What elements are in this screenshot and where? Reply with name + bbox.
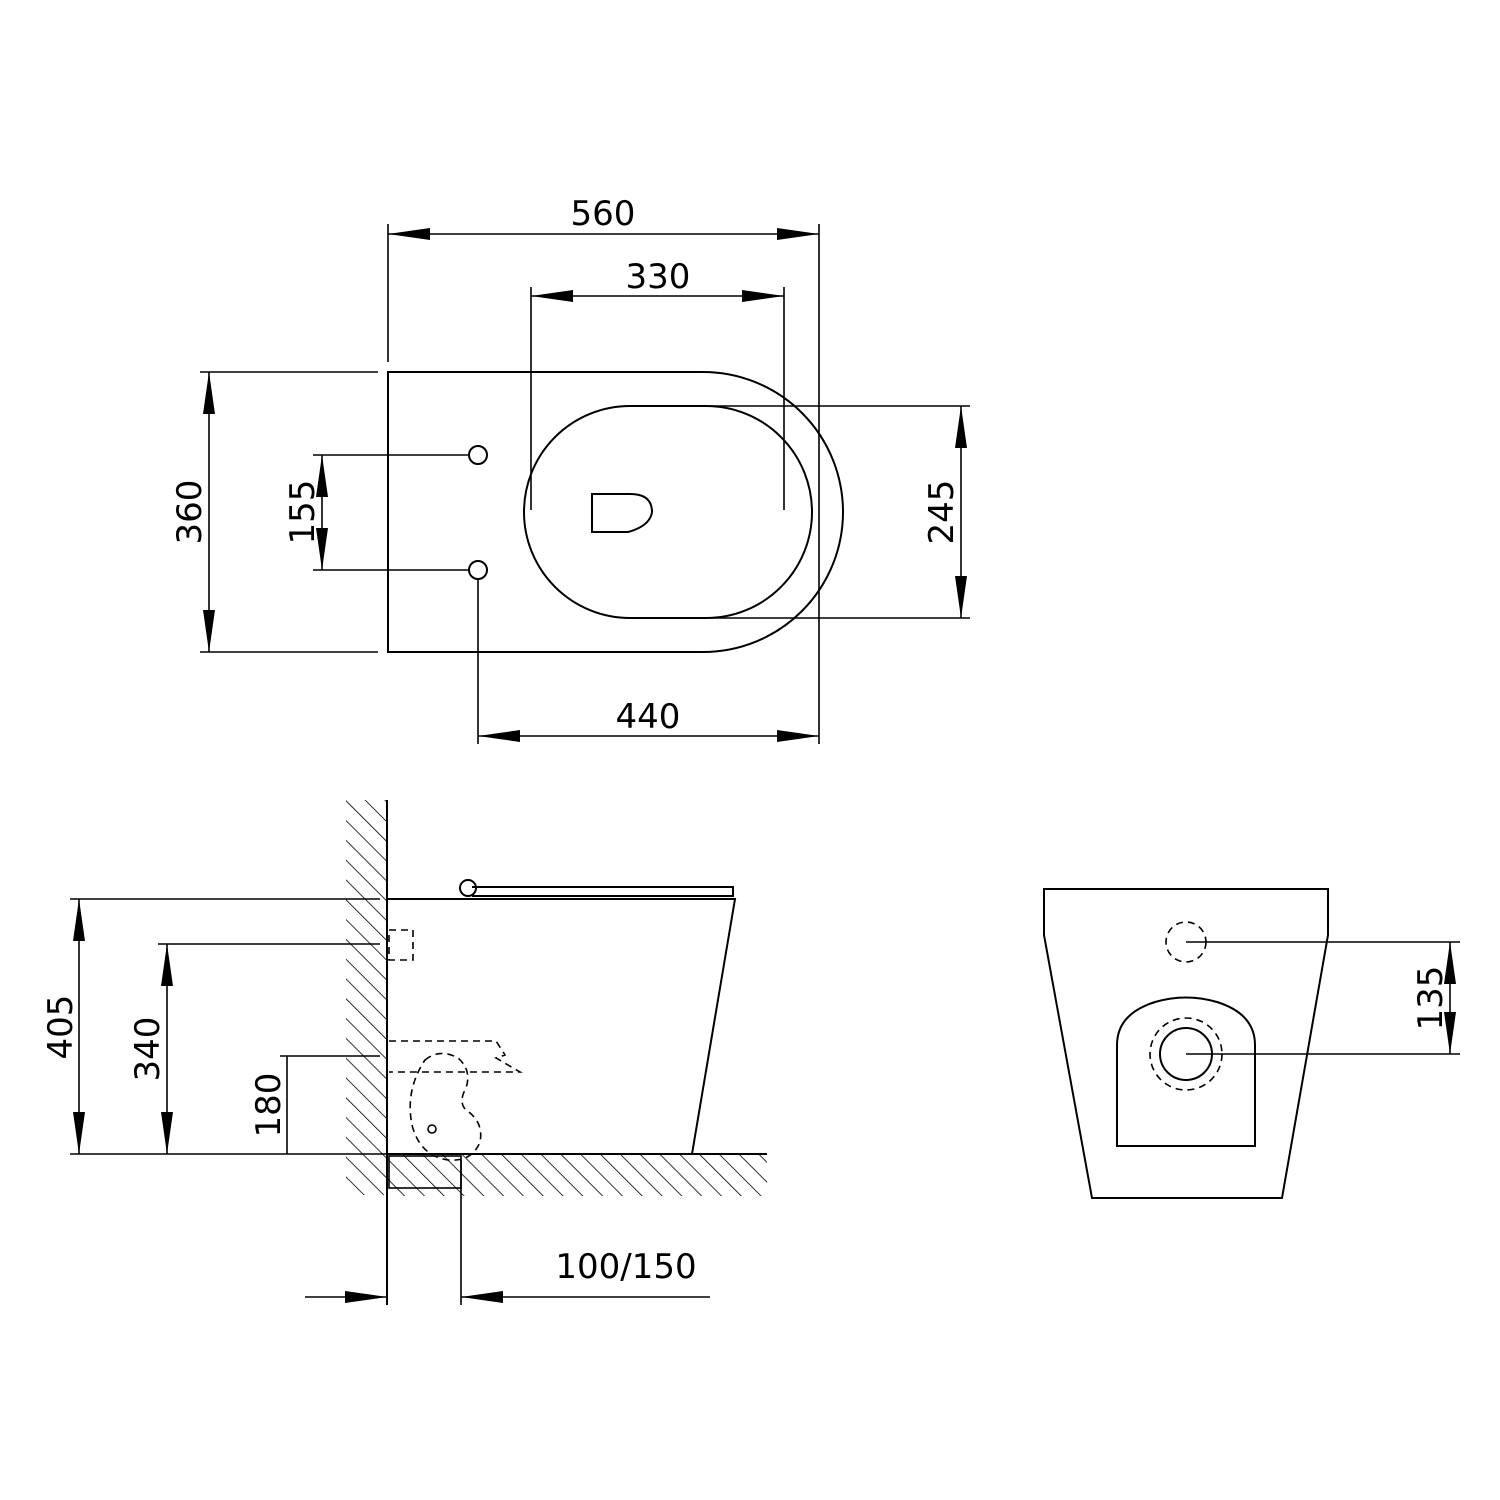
dim-fixing-to-front: 440 <box>616 697 681 737</box>
top-view: 560 330 360 155 245 440 <box>170 194 970 744</box>
inlet-connection <box>388 929 414 961</box>
floor-hatch <box>387 1154 767 1196</box>
dim-outlet-height: 180 <box>249 1073 289 1138</box>
dim-height-to-seat: 405 <box>41 995 81 1060</box>
fixing-hole-upper <box>468 445 488 465</box>
fixing-hole-lower <box>468 560 488 580</box>
dim-inlet-height: 340 <box>128 1017 168 1082</box>
hinge-icon <box>459 879 477 897</box>
side-view: 405 340 180 100/150 <box>41 800 767 1305</box>
rear-outlet-recess <box>1116 996 1256 1147</box>
outlet-pipe <box>389 1040 523 1073</box>
drain-icon <box>591 493 654 533</box>
trapway <box>409 1052 482 1161</box>
seat-side <box>472 886 734 897</box>
dim-overall-depth: 360 <box>170 480 210 545</box>
wall-hatch <box>346 800 387 1195</box>
dim-fixing-hole-spacing: 155 <box>283 480 323 545</box>
dim-overall-width: 560 <box>571 194 636 234</box>
bowl-opening-outline <box>523 405 813 619</box>
toilet-body-rear <box>1043 888 1329 1199</box>
dim-outlet-from-wall: 100/150 <box>555 1247 696 1287</box>
rear-view: 135 <box>1043 888 1460 1199</box>
toilet-body-side <box>387 898 737 1155</box>
dim-inlet-to-outlet: 135 <box>1411 966 1451 1031</box>
dim-bowl-opening-depth: 245 <box>922 480 962 545</box>
top-view-outline <box>387 371 844 653</box>
dim-bowl-opening-width: 330 <box>626 257 691 297</box>
